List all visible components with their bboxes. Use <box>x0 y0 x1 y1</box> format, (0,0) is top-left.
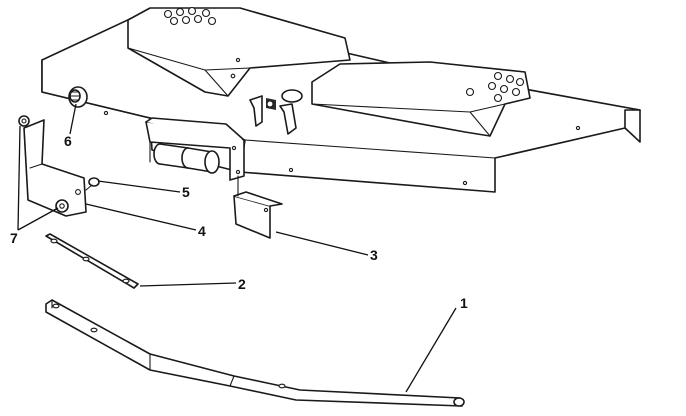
leader-lines <box>17 103 457 393</box>
leader-2 <box>139 282 237 287</box>
leader-7a <box>17 125 21 231</box>
callout-2: 2 <box>238 276 246 292</box>
long-rail <box>45 299 465 407</box>
callout-1: 1 <box>460 295 468 311</box>
leader-3 <box>275 231 369 256</box>
leader-4 <box>85 203 197 231</box>
callout-3: 3 <box>370 247 378 263</box>
deck-fasteners <box>103 57 581 186</box>
stud-assembly <box>68 86 88 108</box>
bent-plate <box>23 119 87 217</box>
nuts <box>18 115 69 213</box>
callout-labels: 1 2 3 4 5 6 7 <box>10 133 468 311</box>
screw <box>85 177 100 191</box>
small-bracket <box>233 175 283 239</box>
callout-5: 5 <box>182 184 190 200</box>
roller-bracket <box>145 117 245 181</box>
leader-7b <box>17 207 59 231</box>
latch-levers <box>249 95 297 135</box>
deck-housing <box>41 7 641 193</box>
callout-6: 6 <box>64 133 72 149</box>
leader-6 <box>69 103 77 135</box>
callout-4: 4 <box>198 223 206 239</box>
leader-1 <box>405 307 457 393</box>
strap <box>45 233 139 289</box>
callout-7: 7 <box>10 230 18 246</box>
leader-5 <box>97 180 181 193</box>
cover-holes-right <box>465 71 525 103</box>
cover-holes-left <box>163 6 217 26</box>
